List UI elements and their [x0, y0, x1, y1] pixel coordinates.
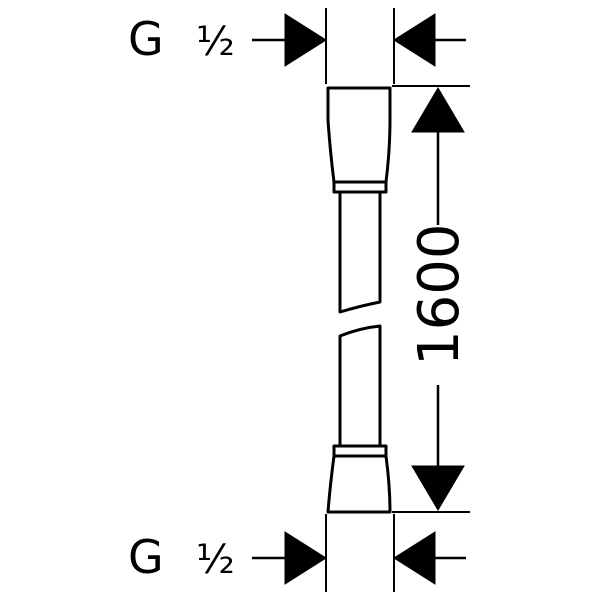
length-arrow-down-icon: [411, 465, 465, 511]
top-thread-dimension: [252, 8, 466, 84]
top-thread-label: G ½: [128, 12, 235, 66]
top-thread-prefix: G: [128, 12, 164, 66]
top-nut-collar: [332, 180, 388, 194]
bottom-arrow-right-icon: [284, 531, 327, 585]
bottom-nut: [326, 454, 392, 514]
bottom-thread-dimension: [252, 514, 466, 592]
bottom-thread-prefix: G: [128, 530, 164, 584]
top-nut: [326, 86, 392, 184]
top-arrow-right-icon: [284, 13, 327, 67]
bottom-thread-size: ½: [196, 537, 235, 583]
length-arrow-up-icon: [411, 87, 465, 133]
top-arrow-left-icon: [393, 13, 436, 67]
bottom-thread-label: G ½: [128, 530, 235, 584]
length-dimension: 1600: [392, 85, 472, 513]
top-thread-size: ½: [196, 19, 235, 65]
shower-hose: [326, 86, 392, 514]
length-value: 1600: [407, 223, 472, 366]
hose-upper-segment: [338, 190, 382, 314]
hose-lower-segment: [338, 324, 382, 456]
bottom-arrow-left-icon: [393, 531, 436, 585]
